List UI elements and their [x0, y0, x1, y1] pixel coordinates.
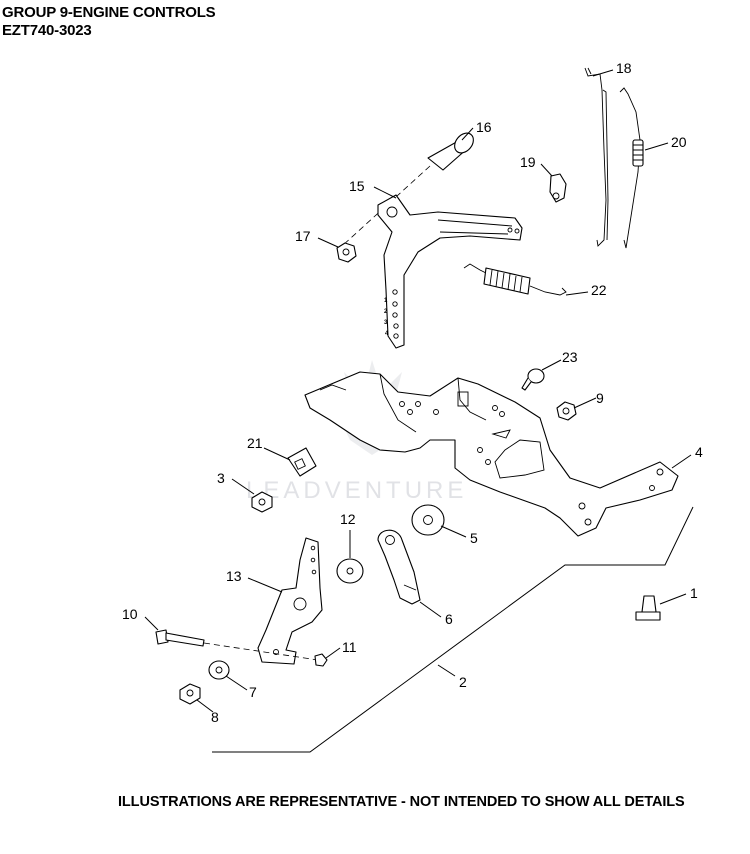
callout-6: 6: [445, 611, 453, 627]
part-1-flange-bolt: [635, 595, 661, 621]
part-13-governor-lever: [257, 537, 323, 665]
model-number: EZT740-3023: [2, 22, 92, 39]
diagram-title: GROUP 9-ENGINE CONTROLS: [2, 4, 216, 21]
callout-17: 17: [295, 228, 311, 244]
lever-position-marks: 1 2 3 4: [384, 298, 389, 337]
part-16-clevis-pin: [341, 132, 474, 247]
callout-2: 2: [459, 674, 467, 690]
part-9-hex-nut: [556, 401, 577, 421]
callout-7: 7: [249, 684, 257, 700]
callout-3: 3: [217, 470, 225, 486]
position-mark: 3: [384, 320, 388, 326]
callout-4: 4: [695, 444, 703, 460]
part-4-control-bracket: [304, 371, 679, 537]
callout-16: 16: [476, 119, 492, 135]
callout-19: 19: [520, 154, 536, 170]
position-mark: 1: [384, 298, 388, 304]
part-20-spring-rod: [619, 87, 644, 249]
position-mark: 4: [385, 331, 389, 337]
part-6-link-arm: [377, 529, 421, 605]
part-19-clip: [549, 173, 567, 203]
part-10-long-bolt: [155, 629, 319, 661]
callout-12: 12: [340, 511, 356, 527]
assembly-outline: [212, 506, 694, 753]
part-21-spring-clip: [287, 447, 317, 477]
callout-labels: 1 2 3 4 5 6 7 8 9 10 11 12 13 15 16 17 1…: [122, 60, 703, 725]
callout-20: 20: [671, 134, 687, 150]
callout-10: 10: [122, 606, 138, 622]
callout-5: 5: [470, 530, 478, 546]
part-18-throttle-rod: [584, 67, 609, 247]
callout-11: 11: [342, 639, 357, 655]
part-11-bolt: [314, 653, 328, 667]
part-12-washer: [336, 558, 364, 584]
callout-13: 13: [226, 568, 242, 584]
callout-15: 15: [349, 178, 365, 194]
part-3-flange-bolt: [251, 491, 273, 513]
leader-lines: [144, 69, 692, 713]
callout-9: 9: [596, 390, 604, 406]
callout-18: 18: [616, 60, 632, 76]
callout-8: 8: [211, 709, 219, 725]
part-8-hex-bolt: [179, 683, 201, 705]
position-mark: 2: [384, 309, 388, 315]
callout-21: 21: [247, 435, 263, 451]
part-23-screw: [521, 368, 545, 391]
part-22-extension-spring: [463, 263, 567, 296]
watermark-text: LEADVENTURE: [246, 477, 467, 504]
callout-23: 23: [562, 349, 578, 365]
part-5-washer: [411, 504, 445, 536]
callout-22: 22: [591, 282, 607, 298]
part-15-throttle-lever: [377, 194, 523, 349]
callout-1: 1: [690, 585, 698, 601]
part-7-washer: [208, 660, 230, 680]
disclaimer-note: ILLUSTRATIONS ARE REPRESENTATIVE - NOT I…: [118, 794, 685, 810]
part-17-lock-nut: [336, 242, 357, 263]
